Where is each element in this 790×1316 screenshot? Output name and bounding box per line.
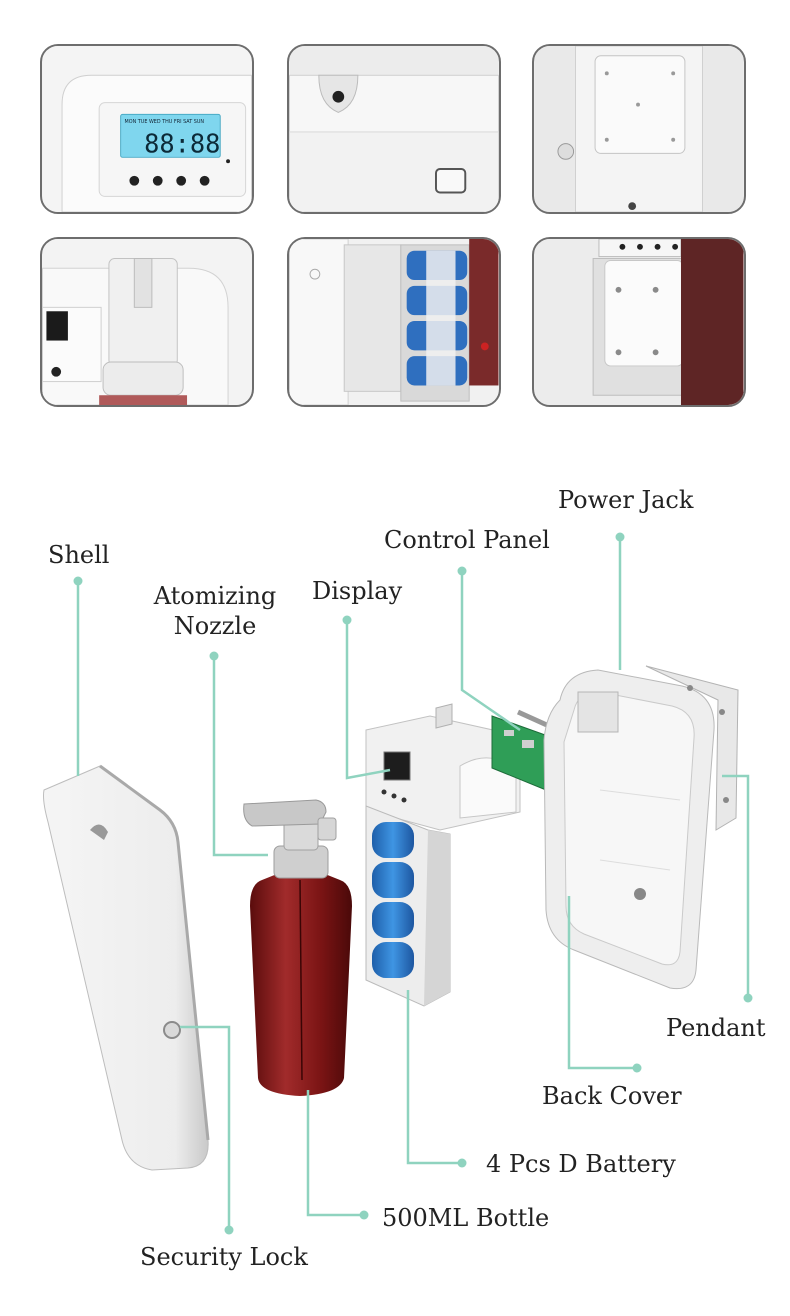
label-battery: 4 Pcs D Battery: [486, 1150, 676, 1178]
battery-pack-part: [365, 805, 451, 1007]
thumbnail-pendant-bracket: [532, 237, 746, 407]
leader-lines: [76, 537, 750, 1230]
thumbnail-top-port: [287, 44, 501, 214]
back-cover-part: [543, 669, 715, 990]
display-module-part: [365, 703, 521, 831]
label-security-lock: Security Lock: [140, 1243, 308, 1271]
thumbnail-back-mount: [532, 44, 746, 214]
label-atomizing-nozzle-line2: Nozzle: [173, 612, 257, 640]
lcd-digits-text: 88:88: [144, 128, 220, 158]
leader-dots: [73, 532, 753, 1235]
label-back-cover: Back Cover: [542, 1082, 682, 1110]
exploded-product-diagram: [43, 532, 753, 1235]
label-shell: Shell: [48, 541, 110, 569]
label-display: Display: [312, 577, 403, 605]
label-control-panel: Control Panel: [384, 526, 550, 554]
thumbnail-batteries: [287, 237, 501, 407]
pendant-part: [645, 665, 739, 831]
label-power-jack: Power Jack: [558, 486, 694, 514]
bottle-part: [243, 799, 352, 1096]
shell-part: [43, 764, 210, 1171]
thumbnail-nozzle: [40, 237, 254, 407]
label-bottle: 500ML Bottle: [382, 1204, 550, 1232]
thumbnail-control-panel: MON TUE WED THU FRI SAT SUN 88:88: [40, 44, 254, 214]
label-atomizing-nozzle: Atomizing Nozzle: [148, 581, 282, 641]
label-atomizing-nozzle-line1: Atomizing: [153, 582, 277, 610]
lcd-days-text: MON TUE WED THU FRI SAT SUN: [125, 119, 205, 125]
label-pendant: Pendant: [666, 1014, 766, 1042]
